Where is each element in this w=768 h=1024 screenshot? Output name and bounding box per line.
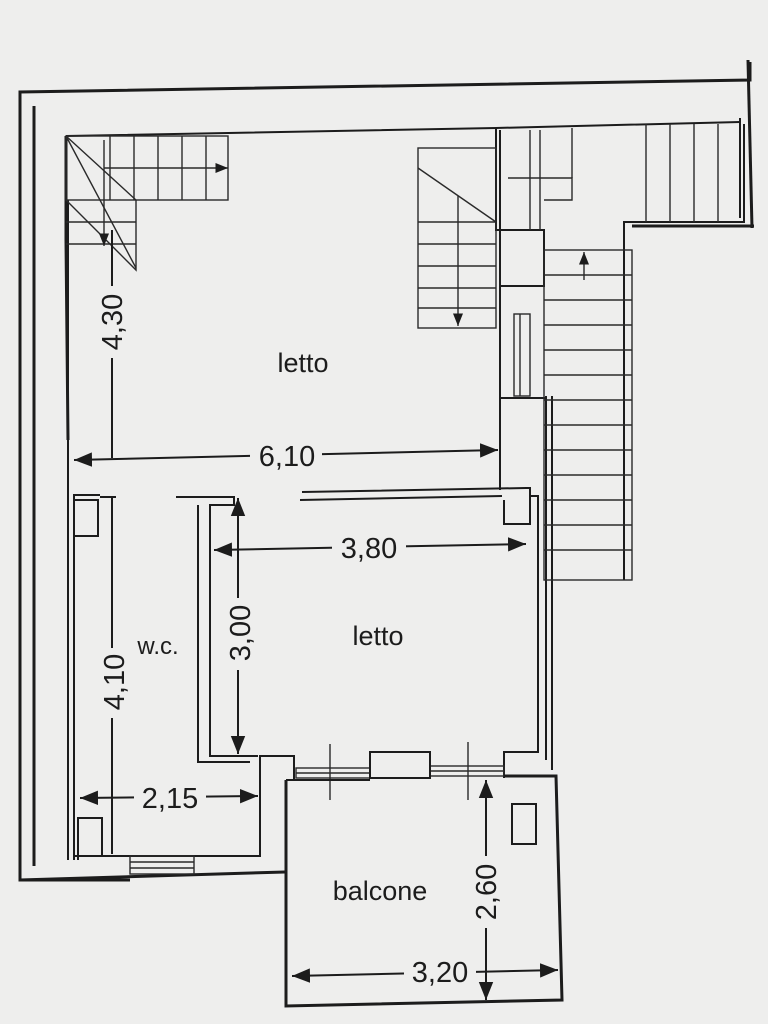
windows	[129, 742, 505, 875]
staircase-right	[543, 124, 719, 581]
dim-wc-width: 2,15	[142, 783, 198, 815]
staircase-middle	[417, 147, 497, 329]
balcony-outline	[284, 774, 564, 1008]
dim-upper-width: 6,10	[259, 441, 315, 473]
outer-walls	[18, 59, 754, 882]
inner-walls	[64, 121, 741, 860]
dim-wc-height: 4,10	[99, 654, 131, 710]
room-label-balcony: balcone	[333, 876, 428, 906]
room-label-lower-bedroom: letto	[352, 621, 403, 651]
dim-lower-width: 3,80	[341, 533, 397, 565]
staircase-top-left	[65, 135, 229, 272]
dim-upper-height: 4,30	[97, 294, 129, 350]
dim-balcony-width: 3,20	[412, 957, 468, 989]
dim-balcony-height: 2,60	[471, 864, 503, 920]
room-label-upper-bedroom: letto	[277, 348, 328, 378]
room-label-wc: w.c.	[136, 633, 178, 660]
dim-lower-height: 3,00	[225, 605, 257, 661]
